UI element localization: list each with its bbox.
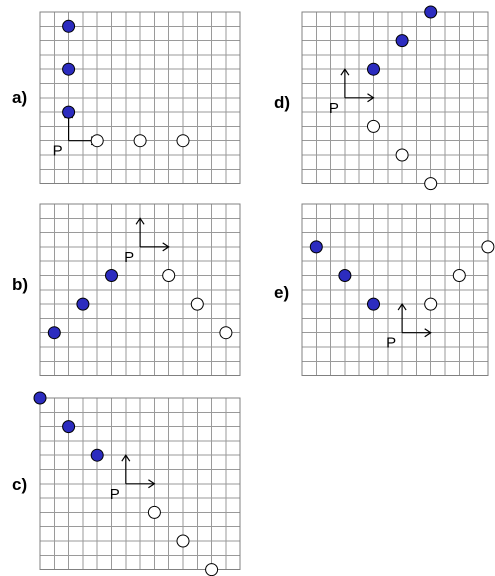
panels-container: a) Pb) Pc) Pd) Pe) P bbox=[12, 5, 495, 576]
hollow-point bbox=[176, 134, 190, 148]
x-arrowhead-icon bbox=[162, 242, 170, 252]
hollow-point bbox=[190, 297, 204, 311]
grid-border bbox=[301, 203, 489, 377]
panel-e: e) P bbox=[274, 203, 495, 377]
hollow-point bbox=[452, 269, 466, 282]
origin-label: P bbox=[124, 249, 134, 266]
filled-point bbox=[367, 62, 380, 76]
hollow-point bbox=[176, 534, 190, 548]
filled-point bbox=[424, 5, 438, 19]
filled-point bbox=[309, 240, 323, 254]
filled-point bbox=[76, 297, 90, 311]
panel-b: b) P bbox=[12, 203, 241, 377]
origin-label: P bbox=[110, 486, 120, 503]
filled-point bbox=[395, 34, 409, 48]
grid bbox=[39, 203, 241, 377]
hollow-point bbox=[147, 505, 161, 519]
hollow-point bbox=[424, 177, 438, 191]
x-arrowhead-icon bbox=[148, 479, 156, 489]
grid-border bbox=[39, 203, 241, 377]
origin-label: P bbox=[386, 335, 396, 352]
filled-point bbox=[90, 448, 104, 462]
panel-label-a: a) bbox=[12, 88, 27, 107]
origin-axes: P bbox=[124, 217, 170, 266]
x-arrowhead-icon bbox=[367, 93, 375, 103]
grid bbox=[39, 11, 241, 185]
grid-border bbox=[39, 11, 241, 185]
y-arrowhead-icon bbox=[340, 68, 350, 76]
hollow-point bbox=[481, 240, 495, 254]
origin-axes: P bbox=[329, 68, 375, 117]
filled-point bbox=[105, 269, 118, 282]
hollow-point bbox=[90, 134, 104, 148]
filled-point bbox=[47, 326, 61, 340]
hollow-point bbox=[162, 269, 176, 282]
origin-label: P bbox=[329, 100, 339, 117]
panel-label-c: c) bbox=[12, 475, 27, 494]
origin-label: P bbox=[53, 143, 63, 160]
origin-axes: P bbox=[386, 303, 432, 352]
hollow-point bbox=[395, 148, 409, 162]
panel-label-b: b) bbox=[12, 275, 28, 294]
filled-point bbox=[33, 391, 47, 405]
x-arrowhead-icon bbox=[424, 328, 432, 338]
panel-a: a) P bbox=[12, 11, 241, 185]
origin-axes: P bbox=[110, 454, 156, 503]
hollow-point bbox=[205, 563, 219, 576]
filled-point bbox=[367, 297, 380, 311]
grid bbox=[301, 11, 489, 185]
filled-point bbox=[62, 19, 76, 33]
hollow-point bbox=[133, 134, 147, 148]
filled-point bbox=[62, 62, 76, 76]
hollow-point bbox=[219, 326, 233, 340]
panel-label-e: e) bbox=[274, 283, 289, 302]
filled-point bbox=[338, 269, 352, 282]
filled-point bbox=[62, 105, 76, 119]
y-arrowhead-icon bbox=[135, 217, 145, 225]
grid-border bbox=[301, 11, 489, 185]
panel-c: c) P bbox=[12, 391, 241, 576]
grid bbox=[301, 203, 489, 377]
y-arrowhead-icon bbox=[397, 303, 407, 311]
filled-point bbox=[62, 420, 76, 434]
panel-label-d: d) bbox=[274, 93, 290, 112]
y-arrowhead-icon bbox=[121, 454, 131, 462]
grid-border bbox=[39, 397, 241, 571]
panel-d: d) P bbox=[274, 5, 489, 191]
hollow-point bbox=[367, 119, 380, 133]
hollow-point bbox=[424, 297, 438, 311]
